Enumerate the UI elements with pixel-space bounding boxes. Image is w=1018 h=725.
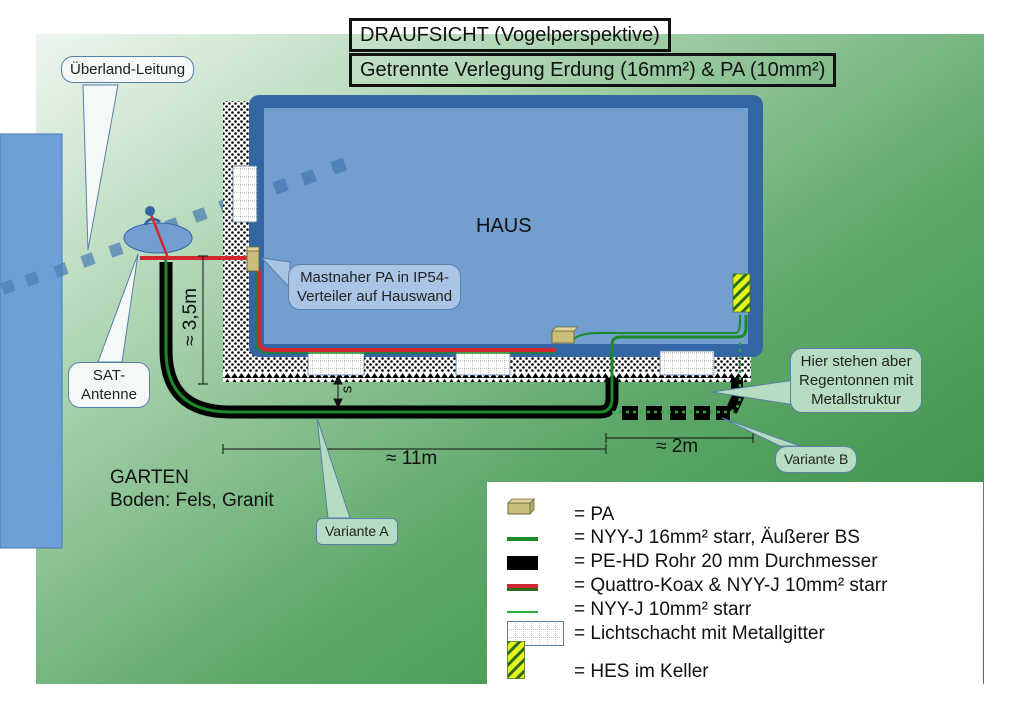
dim-height-label: ≈ 3,5m (179, 288, 201, 346)
hes-striped-icon (507, 641, 525, 679)
legend-item-nyy10: = NYY-J 10mm² starr (487, 599, 983, 621)
soil-label: Boden: Fels, Granit (110, 490, 274, 511)
pa-box-main (551, 326, 579, 344)
lightwell-left (232, 165, 258, 223)
pa-box-icon (507, 498, 535, 515)
legend-item-nyy16: = NYY-J 16mm² starr, Äußerer BS (487, 527, 983, 549)
legend-item-hes: = HES im Keller (487, 641, 983, 683)
neighbor-building (0, 133, 63, 549)
pa-line-house-green (255, 268, 556, 354)
gravel-edge (223, 372, 751, 382)
legend-text: = PE-HD Rohr 20 mm Durchmesser (574, 551, 878, 572)
legend: = PA = NYY-J 16mm² starr, Äußerer BS = P… (487, 482, 983, 687)
title-draufsicht: DRAUFSICHT (Vogelperspektive) (349, 18, 671, 52)
hes-box (732, 273, 751, 313)
legend-item-pa: = PA (487, 498, 983, 526)
callout-variant-b: Variante B (775, 446, 858, 473)
dim-length-a-line (222, 444, 607, 454)
lightwell-bottom-1 (307, 350, 365, 376)
lightwell-bottom-3 (659, 350, 715, 376)
overhead-line-over-house (272, 157, 347, 195)
dim-spacing-arrow (333, 374, 343, 409)
ground-wire-variant-b (612, 340, 742, 414)
legend-text: = NYY-J 16mm² starr, Äußerer BS (574, 527, 860, 548)
lightwell-bottom-2 (455, 350, 511, 376)
legend-text: = Lichtschacht mit Metallgitter (574, 623, 825, 644)
pa-line-house (257, 268, 556, 352)
legend-text: = NYY-J 10mm² starr (574, 599, 752, 620)
legend-item-lightwell: = Lichtschacht mit Metallgitter (487, 621, 983, 646)
dim-length-b-label: ≈ 2m (656, 436, 699, 457)
legend-item-koax: = Quattro-Koax & NYY-J 10mm² starr (487, 575, 983, 597)
callout-overhead-line: Überland-Leitung (61, 56, 195, 83)
green-thick-line-icon (507, 537, 538, 541)
house-label: HAUS (476, 215, 532, 237)
legend-item-pipe: = PE-HD Rohr 20 mm Durchmesser (487, 551, 983, 573)
pa-box-mast (246, 246, 260, 272)
title-subtitle: Getrennte Verlegung Erdung (16mm²) & PA … (349, 53, 837, 87)
dim-length-b-line (605, 433, 754, 443)
dim-height-line (198, 255, 208, 385)
nyy-10-line (573, 315, 741, 340)
legend-text: = PA (574, 504, 615, 525)
black-pipe-icon (507, 556, 538, 570)
callout-variant-a: Variante A (316, 518, 398, 545)
legend-text: = HES im Keller (574, 661, 709, 682)
dim-length-a-label: ≈ 11m (386, 448, 438, 469)
green-thin-line-icon (507, 611, 538, 613)
red-green-line-icon (507, 584, 538, 591)
legend-text: = Quattro-Koax & NYY-J 10mm² starr (574, 575, 888, 596)
callout-sat-antenna: SAT- Antenne (68, 362, 150, 408)
callout-pa-distributor: Mastnaher PA in IP54- Verteiler auf Haus… (288, 264, 462, 310)
callout-rain-barrels: Hier stehen aber Regentonnen mit Metalls… (790, 348, 923, 413)
ground-wire-variant-a (159, 256, 748, 414)
dim-spacing-label: s (338, 385, 356, 394)
garden-label: GARTEN (110, 467, 189, 488)
sat-antenna-icon (123, 206, 193, 259)
callout-pointer-overhead (82, 84, 119, 251)
